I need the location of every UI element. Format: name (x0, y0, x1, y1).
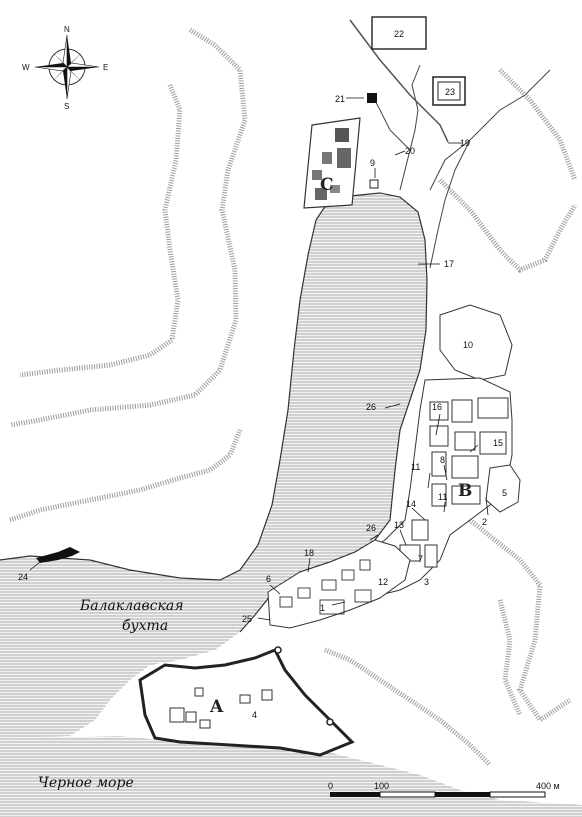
terrain-contours (9, 27, 578, 767)
label-24: 24 (18, 572, 28, 582)
leader-arrows (29, 97, 489, 621)
label-25: 25 (242, 614, 252, 624)
box-23-inner (437, 81, 461, 101)
label-3: 3 (424, 577, 429, 587)
rivers (371, 64, 551, 269)
box-23-outer (432, 76, 466, 106)
label-16: 16 (432, 402, 442, 412)
riverside-district (267, 539, 411, 629)
label-26a: 26 (366, 402, 376, 412)
label-9: 9 (370, 158, 375, 168)
bay-name-line2: бухта (122, 618, 168, 634)
label-15: 15 (493, 438, 503, 448)
object-9-square (369, 179, 379, 189)
label-14: 14 (406, 499, 416, 509)
balaklava-bay-water (0, 193, 427, 738)
scale-max: 400 м (536, 781, 560, 791)
label-11b: 11 (438, 492, 447, 502)
label-1: 1 (320, 603, 325, 613)
zone-a-letter: A (209, 697, 224, 717)
compass-east: E (103, 63, 108, 72)
object-24-ruin (36, 547, 80, 563)
label-10: 10 (463, 340, 473, 350)
scale-zero: 0 (328, 781, 333, 791)
box-22 (371, 16, 427, 50)
label-13: 13 (394, 520, 404, 530)
zone-b-letter: B (458, 481, 472, 501)
box-23-label: 23 (445, 87, 455, 97)
zone-c-complex (303, 117, 361, 209)
compass-west: W (22, 63, 30, 72)
label-11a: 11 (411, 462, 420, 472)
label-2: 2 (482, 517, 487, 527)
label-7: 7 (418, 554, 423, 564)
zone-c-letter: C (320, 175, 334, 195)
scale-hundred: 100 (374, 781, 389, 791)
label-12: 12 (378, 577, 388, 587)
scale-bar: 0 100 400 м (328, 781, 560, 798)
label-18: 18 (304, 548, 314, 558)
site-labels: 1 2 3 4 5 6 7 8 9 10 11 11 12 13 14 15 1… (18, 94, 507, 720)
zone-a-fortress (138, 646, 355, 757)
road (349, 19, 449, 143)
label-6: 6 (266, 574, 271, 584)
label-21: 21 (335, 94, 345, 104)
riverside-buildings (279, 559, 372, 615)
box-22-label: 22 (394, 29, 404, 39)
sea-name: Черное море (38, 775, 134, 791)
label-19: 19 (460, 138, 470, 148)
label-4: 4 (252, 710, 257, 720)
compass-south: S (64, 102, 69, 111)
label-20: 20 (405, 146, 415, 156)
label-17: 17 (444, 259, 454, 269)
label-5: 5 (502, 488, 507, 498)
label-8: 8 (440, 455, 445, 465)
compass-north: N (64, 25, 70, 34)
object-21-square (367, 93, 377, 103)
compass-rose: N S W E (22, 25, 108, 111)
bay-name-line1: Балаклавская (79, 598, 183, 614)
zone-b-town (339, 304, 521, 596)
label-26b: 26 (366, 523, 376, 533)
